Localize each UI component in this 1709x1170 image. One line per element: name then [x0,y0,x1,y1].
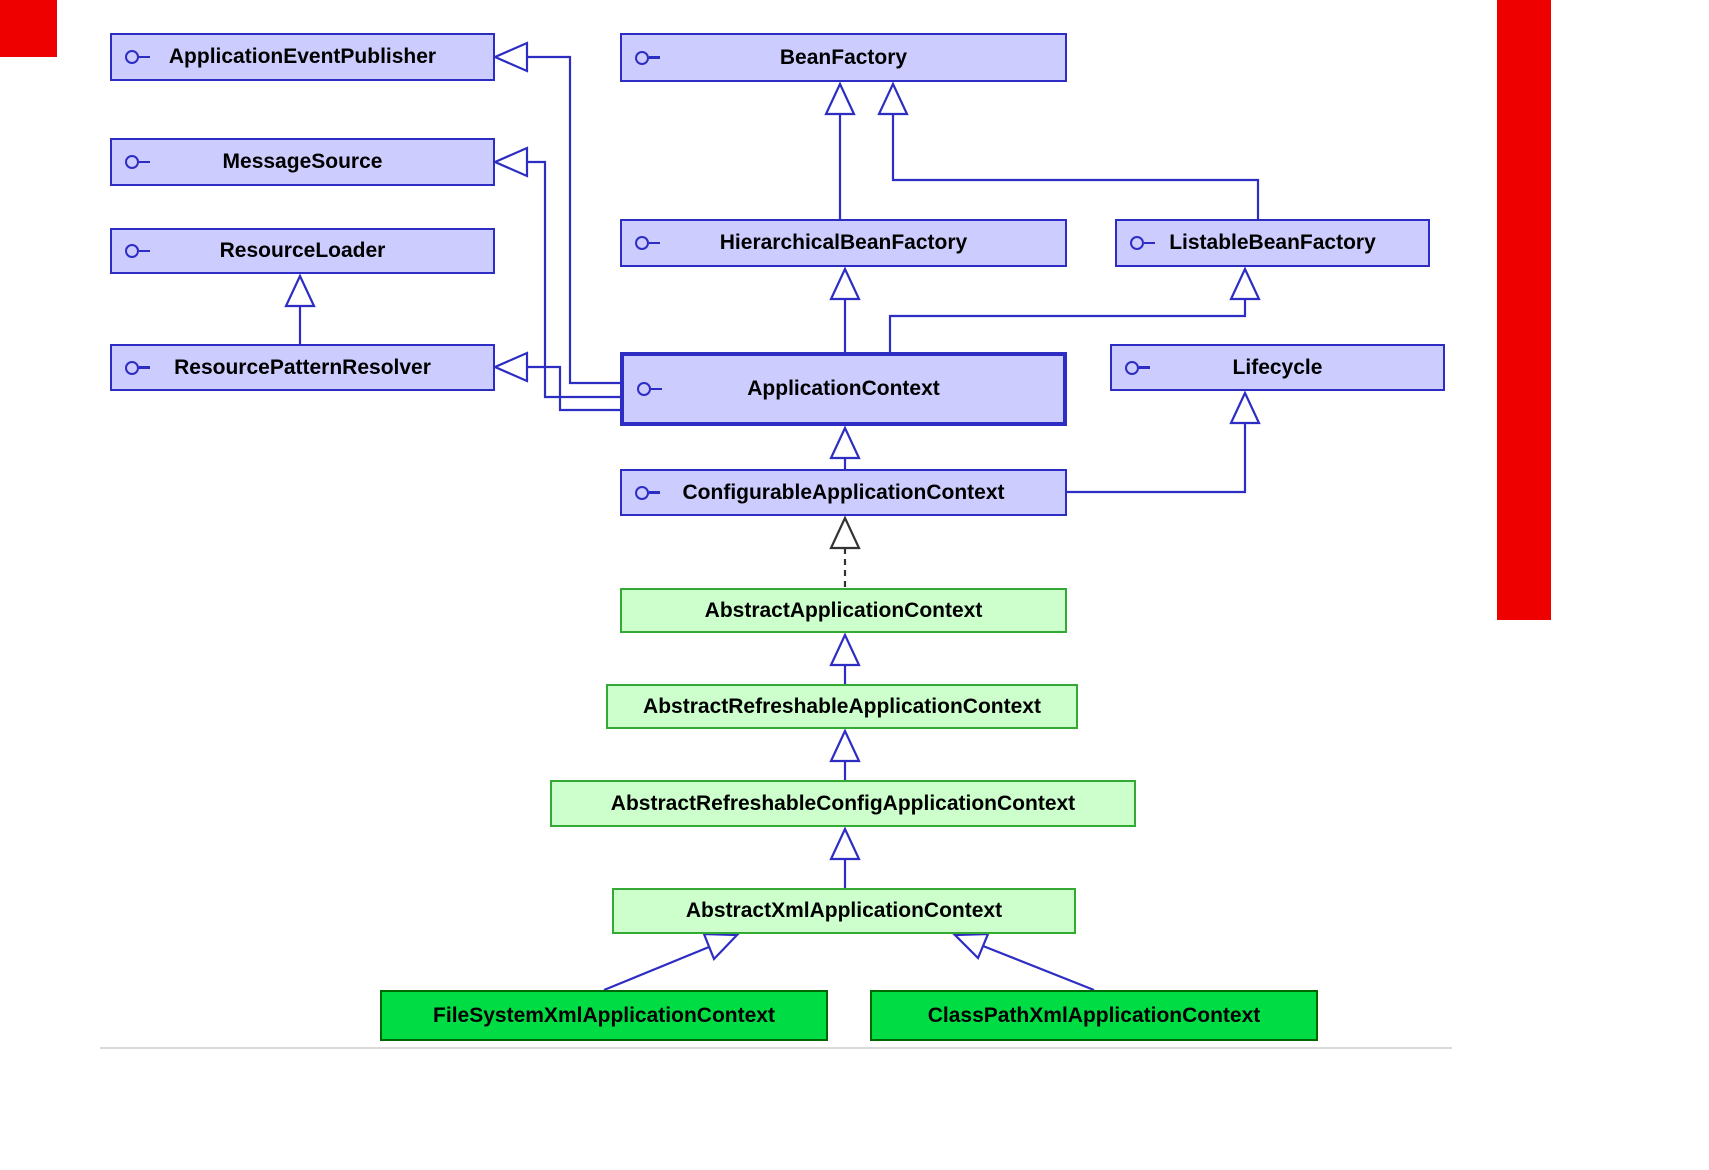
red-marker-top-left [0,0,57,57]
node-abstract-xml-application-context: AbstractXmlApplicationContext [612,888,1076,934]
node-bean-factory: BeanFactory [620,33,1067,82]
bottom-divider [100,1047,1452,1049]
node-application-context: ApplicationContext [620,352,1067,426]
node-abstract-refreshable-application-context: AbstractRefreshableApplicationContext [606,684,1078,729]
node-label: MessageSource [222,150,383,173]
node-application-event-publisher: ApplicationEventPublisher [110,33,495,81]
node-resource-pattern-resolver: ResourcePatternResolver [110,344,495,391]
node-label: ApplicationEventPublisher [168,45,437,68]
node-abstract-application-context: AbstractApplicationContext [620,588,1067,633]
node-lifecycle: Lifecycle [1110,344,1445,391]
node-abstract-refreshable-config-application-context: AbstractRefreshableConfigApplicationCont… [550,780,1136,827]
interface-icon [635,50,660,65]
node-label: AbstractRefreshableConfigApplicationCont… [610,791,1076,815]
node-label: ConfigurableApplicationContext [682,480,1005,504]
node-label: AbstractApplicationContext [704,598,983,622]
interface-icon [1125,360,1150,375]
interface-icon [635,236,660,250]
node-label: ResourcePatternResolver [174,355,431,379]
interface-icon [125,50,150,64]
realization-edge [829,515,861,588]
node-label: HierarchicalBeanFactory [719,231,968,254]
node-label: ClassPathXmlApplicationContext [927,1003,1261,1027]
interface-icon [635,485,660,500]
node-label: ListableBeanFactory [1169,231,1376,254]
interface-icon [125,244,150,258]
interface-icon [125,360,150,375]
node-resource-loader: ResourceLoader [110,228,495,274]
node-label: Lifecycle [1232,355,1323,379]
node-label: BeanFactory [779,45,908,69]
node-file-system-xml-application-context: FileSystemXmlApplicationContext [380,990,828,1041]
node-label: ApplicationContext [747,377,940,400]
interface-icon [637,382,662,396]
interface-icon [1130,236,1155,250]
node-class-path-xml-application-context: ClassPathXmlApplicationContext [870,990,1318,1041]
interface-icon [125,155,150,169]
node-label: ResourceLoader [219,239,386,262]
node-label: FileSystemXmlApplicationContext [433,1003,775,1027]
node-hierarchical-bean-factory: HierarchicalBeanFactory [620,219,1067,267]
node-message-source: MessageSource [110,138,495,186]
node-label: AbstractRefreshableApplicationContext [643,694,1041,718]
node-listable-bean-factory: ListableBeanFactory [1115,219,1430,267]
red-marker-right [1497,0,1551,620]
node-configurable-application-context: ConfigurableApplicationContext [620,469,1067,516]
node-label: AbstractXmlApplicationContext [685,899,1003,922]
